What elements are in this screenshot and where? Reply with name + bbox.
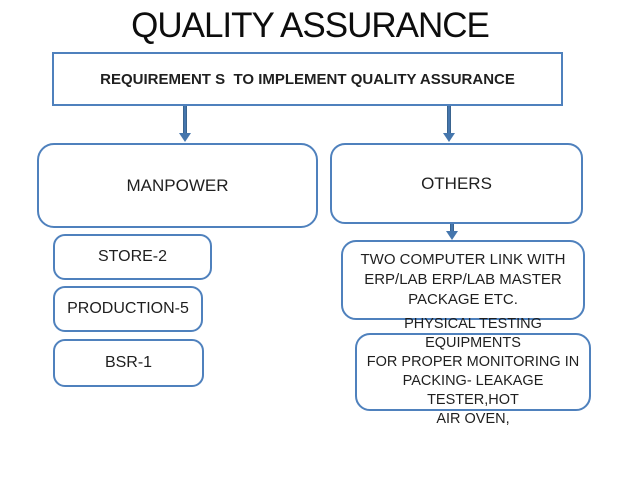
computer-link-box: TWO COMPUTER LINK WITH ERP/LAB ERP/LAB M… (341, 240, 585, 320)
others-box: OTHERS (330, 143, 583, 224)
bsr-label: BSR-1 (104, 354, 153, 371)
physical-testing-label: PHYSICAL TESTING EQUIPMENTS FOR PROPER M… (366, 316, 580, 427)
connector-root-to-others-arrowhead-icon (443, 133, 455, 142)
others-label: OTHERS (421, 173, 492, 193)
store-label: STORE-2 (97, 248, 168, 265)
connector-others-to-computer-arrowhead-icon (446, 231, 458, 240)
connector-root-to-manpower-arrowhead-icon (179, 133, 191, 142)
connector-root-to-manpower-line (183, 106, 187, 134)
production-label: PRODUCTION-5 (67, 300, 189, 317)
requirements-root-box: REQUIREMENT S TO IMPLEMENT QUALITY ASSUR… (52, 52, 563, 106)
requirements-root-label: REQUIREMENT S TO IMPLEMENT QUALITY ASSUR… (100, 70, 515, 88)
slide-title: QUALITY ASSURANCE (131, 6, 490, 45)
physical-testing-box: PHYSICAL TESTING EQUIPMENTS FOR PROPER M… (355, 316, 591, 427)
production-box: PRODUCTION-5 (53, 286, 203, 332)
manpower-label: MANPOWER (126, 175, 229, 195)
computer-link-label: TWO COMPUTER LINK WITH ERP/LAB ERP/LAB M… (360, 251, 566, 308)
manpower-box: MANPOWER (37, 143, 318, 228)
bsr-box: BSR-1 (53, 339, 204, 387)
connector-root-to-others-line (447, 106, 451, 134)
store-box: STORE-2 (53, 234, 212, 280)
connector-others-to-computer-line (450, 224, 454, 232)
